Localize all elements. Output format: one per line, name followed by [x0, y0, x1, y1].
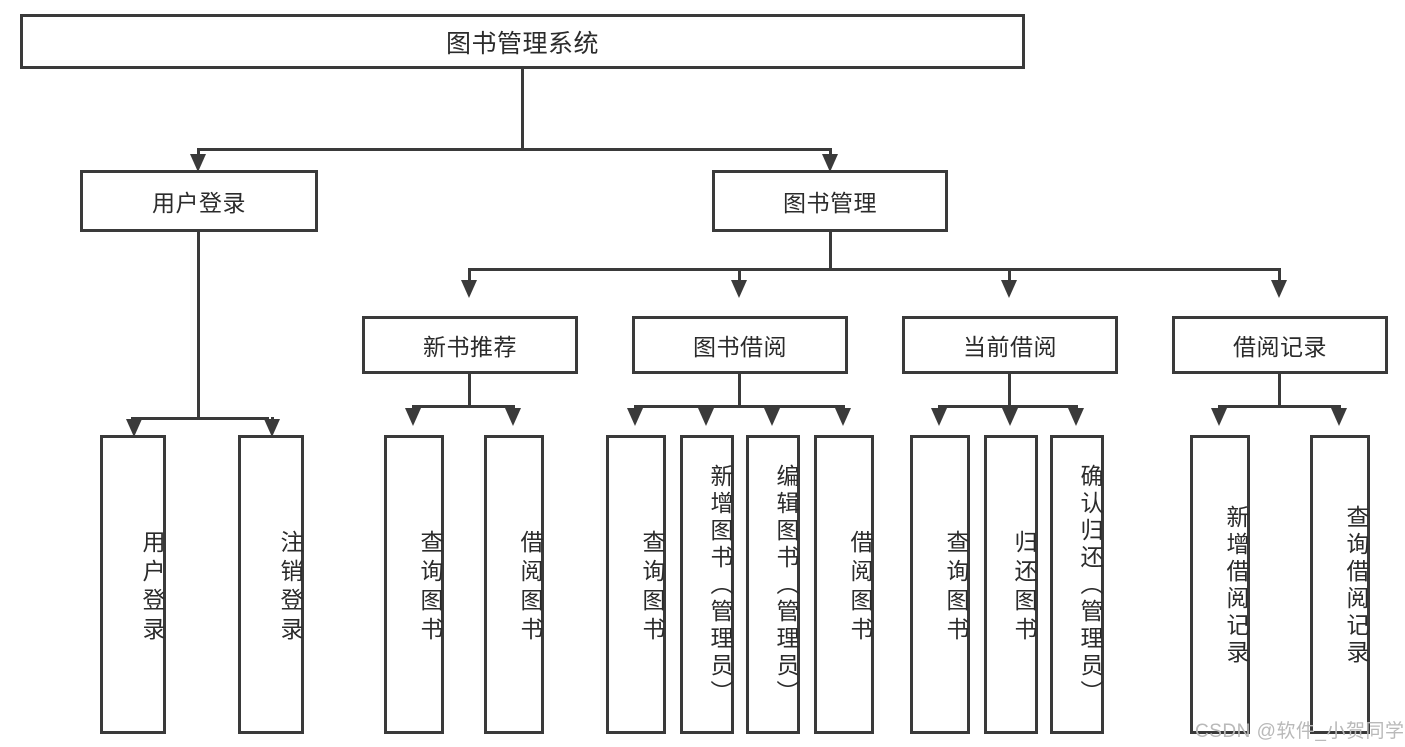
connector-group-bus-3: [1218, 405, 1338, 408]
connector-root-stem: [521, 69, 524, 148]
node-level3-1[interactable]: 图书借阅: [632, 316, 848, 374]
connector-group-bus-1: [634, 405, 844, 408]
connector-group-bus-2: [938, 405, 1076, 408]
node-leaf-7-label: 借阅图书: [847, 529, 873, 646]
arrowhead-userlogin-1: [264, 419, 280, 437]
connector-userlogin-stem: [197, 232, 200, 417]
node-leaf-10-label: 确认归还（管理员）: [1077, 464, 1103, 707]
connector-root-bus: [197, 148, 831, 151]
node-root-system[interactable]: 图书管理系统: [20, 14, 1025, 69]
connector-books-drop-2: [1008, 268, 1011, 284]
node-level3-0-label: 新书推荐: [423, 334, 517, 360]
node-leaf-2-label: 查询图书: [417, 529, 443, 646]
node-level2-0[interactable]: 用户登录: [80, 170, 318, 232]
connector-group-stem-1: [738, 374, 741, 405]
node-leaf-7[interactable]: 借阅图书: [814, 435, 874, 734]
connector-group-stem-2: [1008, 374, 1011, 405]
arrowhead-group-1-1: [698, 408, 714, 426]
node-leaf-8[interactable]: 查询图书: [910, 435, 970, 734]
arrowhead-userlogin-0: [126, 419, 142, 437]
node-level3-1-label: 图书借阅: [693, 334, 787, 360]
node-level3-0[interactable]: 新书推荐: [362, 316, 578, 374]
arrowhead-group-0-1: [505, 408, 521, 426]
node-leaf-9[interactable]: 归还图书: [984, 435, 1038, 734]
node-leaf-3-label: 借阅图书: [517, 529, 543, 646]
arrowhead-group-3-0: [1211, 408, 1227, 426]
connector-books-bus: [468, 268, 1280, 271]
connector-books-drop-1: [738, 268, 741, 284]
node-leaf-10[interactable]: 确认归还（管理员）: [1050, 435, 1104, 734]
node-leaf-11[interactable]: 新增借阅记录: [1190, 435, 1250, 734]
node-leaf-1-label: 注销登录: [277, 529, 303, 646]
arrowhead-group-1-0: [627, 408, 643, 426]
arrowhead-books-1: [731, 280, 747, 298]
connector-userlogin-bus: [131, 417, 269, 420]
node-leaf-9-label: 归还图书: [1011, 529, 1037, 646]
node-level2-1-label: 图书管理: [783, 190, 877, 216]
node-leaf-11-label: 新增借阅记录: [1223, 504, 1249, 667]
arrowhead-group-2-2: [1068, 408, 1084, 426]
connector-books-drop-0: [468, 268, 471, 284]
connector-group-stem-3: [1278, 374, 1281, 405]
node-level3-2-label: 当前借阅: [963, 334, 1057, 360]
node-leaf-2[interactable]: 查询图书: [384, 435, 444, 734]
node-leaf-8-label: 查询图书: [943, 529, 969, 646]
node-leaf-12[interactable]: 查询借阅记录: [1310, 435, 1370, 734]
node-leaf-3[interactable]: 借阅图书: [484, 435, 544, 734]
node-leaf-4-label: 查询图书: [639, 529, 665, 646]
arrowhead-books-2: [1001, 280, 1017, 298]
node-leaf-6[interactable]: 编辑图书（管理员）: [746, 435, 800, 734]
arrowhead-books-0: [461, 280, 477, 298]
node-leaf-5[interactable]: 新增图书（管理员）: [680, 435, 734, 734]
node-level2-0-label: 用户登录: [152, 190, 246, 216]
arrowhead-books-3: [1271, 280, 1287, 298]
node-leaf-4[interactable]: 查询图书: [606, 435, 666, 734]
arrowhead-group-1-2: [764, 408, 780, 426]
connector-group-stem-0: [468, 374, 471, 405]
node-level3-3[interactable]: 借阅记录: [1172, 316, 1388, 374]
connector-group-bus-0: [412, 405, 514, 408]
csdn-watermark: CSDN @软件_小贺同学: [1195, 721, 1405, 742]
node-leaf-0-label: 用户登录: [139, 529, 165, 646]
arrowhead-group-1-3: [835, 408, 851, 426]
node-level3-2[interactable]: 当前借阅: [902, 316, 1118, 374]
connector-books-drop-3: [1278, 268, 1281, 284]
arrowhead-group-2-0: [931, 408, 947, 426]
node-leaf-6-label: 编辑图书（管理员）: [773, 464, 799, 707]
connector-books-stem: [829, 232, 832, 268]
node-leaf-0[interactable]: 用户登录: [100, 435, 166, 734]
node-level2-1[interactable]: 图书管理: [712, 170, 948, 232]
arrowhead-group-3-1: [1331, 408, 1347, 426]
node-leaf-5-label: 新增图书（管理员）: [707, 464, 733, 707]
arrowhead-group-2-1: [1002, 408, 1018, 426]
arrowhead-group-0-0: [405, 408, 421, 426]
node-leaf-1[interactable]: 注销登录: [238, 435, 304, 734]
arrowhead-root-1: [822, 154, 838, 172]
arrowhead-root-0: [190, 154, 206, 172]
node-leaf-12-label: 查询借阅记录: [1343, 504, 1369, 667]
node-level3-3-label: 借阅记录: [1233, 334, 1327, 360]
